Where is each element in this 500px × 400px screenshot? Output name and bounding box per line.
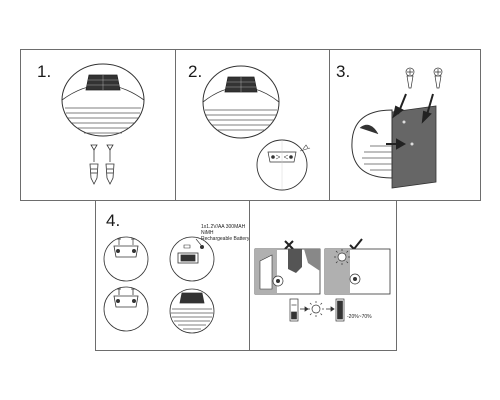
sun-icon (308, 301, 324, 317)
step-4-illustration (103, 236, 215, 334)
efficiency-label: -20%~70% (347, 314, 372, 320)
step-1-illustration (61, 63, 145, 185)
wall-anchor-icon (89, 163, 115, 185)
battery-icon (183, 244, 191, 249)
arrow-icon (326, 306, 335, 312)
placement-panel: -20%~70% (249, 200, 397, 351)
shaded-location-icon (254, 248, 321, 295)
step-2-illustration (202, 65, 311, 191)
placement-illustration (254, 238, 391, 322)
lamp-back-icon (103, 236, 149, 282)
arrow-icon (386, 93, 434, 150)
battery-spec-line1: 1x1.2V/AA 300MAH NiMH (201, 224, 246, 236)
step-1-panel: 1. (20, 49, 176, 201)
checkmark-icon (349, 238, 363, 251)
screw-icon (90, 144, 114, 162)
step-2-number: 2. (188, 62, 203, 81)
step-4-number: 4. (106, 211, 121, 230)
solar-lamp-icon (351, 109, 393, 179)
battery-icon (289, 298, 299, 322)
step-3-panel: 3. (329, 49, 481, 201)
solar-lamp-icon (169, 288, 215, 334)
battery-icon (335, 298, 345, 322)
sunny-location-icon (324, 248, 391, 295)
screwdriver-icon (299, 144, 311, 152)
arrow-icon (300, 306, 309, 312)
step-3-illustration (351, 67, 443, 189)
step-4-panel: 4. (95, 200, 250, 351)
battery-spec-label: 1x1.2V/AA 300MAH NiMH Rechargeable Batte… (201, 224, 251, 242)
solar-lamp-icon (61, 63, 145, 137)
screw-icon (405, 67, 443, 89)
solar-lamp-icon (202, 65, 280, 139)
battery-compartment-icon (169, 236, 215, 282)
battery-spec-line2: Rechargeable Battery (201, 236, 250, 242)
step-1-number: 1. (37, 62, 52, 81)
cross-icon (284, 240, 294, 250)
step-3-number: 3. (336, 62, 351, 81)
lamp-back-icon (256, 139, 308, 191)
step-2-panel: 2. (175, 49, 330, 201)
sun-icon (334, 249, 350, 265)
lamp-back-icon (103, 286, 149, 332)
